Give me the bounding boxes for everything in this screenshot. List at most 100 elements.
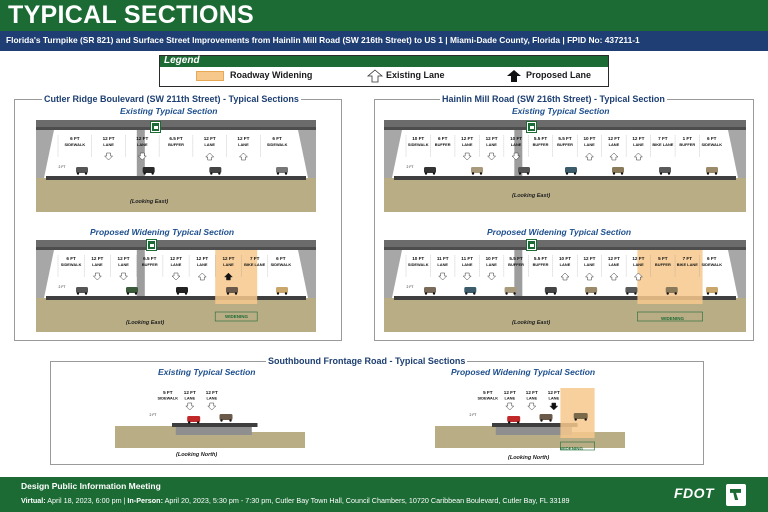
cutler-existing-label-2: 12 FT — [136, 136, 148, 141]
frontage-proposed-lane-arrow-icon — [505, 402, 515, 411]
hainlin-proposed-label-sub-12: SIDEWALK — [701, 262, 722, 267]
frontage-proposed-label-sub-0: SIDEWALK — [478, 396, 499, 401]
cutler-proposed-label-sub-0: SIDEWALK — [61, 262, 82, 267]
hainlin-proposed-label-11: 7 FT — [683, 256, 693, 261]
cutler-existing-car-wheel — [276, 172, 280, 175]
hainlin-proposed-label-1: 11 FT — [437, 256, 449, 261]
hainlin-proposed-label-sub-5: BUFFER — [533, 262, 549, 267]
cutler-existing-right-abutment — [298, 130, 316, 178]
frontage-proposed-label-1: 12 FT — [504, 390, 516, 395]
hainlin-proposed-lane-arrow-icon — [560, 272, 570, 281]
cutler-existing-car-wheel — [284, 172, 288, 175]
cutler-proposed-car-wheel — [284, 292, 288, 295]
hainlin-proposed-label-sub-8: LANE — [609, 262, 620, 267]
hainlin-existing-label-12: 6 FT — [707, 136, 717, 141]
hainlin-existing-car-wheel — [565, 172, 569, 175]
hainlin-existing-car — [424, 167, 436, 173]
hainlin-existing-label-sub-3: LANE — [486, 142, 497, 147]
cutler-proposed-left-abutment — [36, 250, 54, 298]
frontage-existing-title: Existing Typical Section — [158, 367, 256, 377]
cutler-existing-label-sub-2: LANE — [137, 142, 148, 147]
frontage-existing-label-sub-1: LANE — [185, 396, 196, 401]
frontage-existing-label-sub-0: SIDEWALK — [158, 396, 179, 401]
hainlin-proposed-lane-arrow-icon — [609, 272, 619, 281]
cutler-existing-car-wheel — [210, 172, 213, 175]
cutler-proposed-looking: (Looking East) — [126, 320, 165, 326]
frontage-existing-pavement — [172, 423, 258, 427]
cutler-proposed-label-6: 12 FT — [222, 256, 234, 261]
legend-label-roadway-widening: Roadway Widening — [230, 70, 313, 80]
hainlin-existing-car-wheel — [706, 172, 710, 175]
frontage-proposed-looking: (Looking North) — [508, 455, 550, 461]
hainlin-proposed-label-sub-4: BUFFER — [508, 262, 524, 267]
cutler-proposed-label-2: 12 FT — [118, 256, 130, 261]
cutler-proposed-car-wheel — [176, 292, 180, 295]
hainlin-proposed-left-abutment — [384, 250, 402, 298]
existing-lane-arrow-icon — [366, 69, 384, 83]
hainlin-proposed-widening-bracket — [637, 311, 703, 322]
cutler-existing-overpass-beam — [36, 127, 316, 130]
frontage-existing-curb-label: 2 FT — [150, 413, 157, 417]
proposed-lane-arrow-icon — [507, 70, 521, 82]
hainlin-existing-car — [706, 167, 718, 173]
legend-title-bar — [160, 56, 608, 67]
frontage-existing-label-2: 12 FT — [206, 390, 218, 395]
hainlin-proposed-car-wheel — [513, 292, 516, 295]
frontage-proposed-car-wheel — [517, 421, 520, 424]
hainlin-proposed-label-sub-0: SIDEWALK — [408, 262, 429, 267]
turnpike-sign-icon — [526, 239, 537, 251]
hainlin-proposed-looking: (Looking East) — [512, 320, 551, 326]
cutler-existing-lane-arrow-icon — [238, 152, 249, 161]
hainlin-existing-label-sub-0: SIDEWALK — [408, 142, 429, 147]
turnpike-sign-icon — [526, 121, 537, 133]
cutler-existing-label-4: 12 FT — [204, 136, 216, 141]
hainlin-existing-curb-label: 2 FT — [407, 165, 414, 169]
hainlin-existing-label-9: 12 FT — [632, 136, 644, 141]
frontage-proposed-label-3: 12 FT — [548, 390, 560, 395]
hainlin-existing-car-wheel — [518, 172, 522, 175]
hainlin-existing-car-wheel — [612, 172, 616, 175]
cutler-existing-lane-arrow-icon — [137, 152, 147, 161]
cutler-existing-car — [209, 167, 222, 173]
footer-band — [0, 477, 768, 512]
hainlin-existing-car-wheel — [714, 172, 718, 175]
hainlin-proposed-label-0: 10 FT — [412, 256, 424, 261]
frontage-existing-label-sub-2: LANE — [207, 396, 218, 401]
hainlin-proposed-overpass-beam — [384, 247, 746, 250]
hainlin-existing-label-sub-1: BUFFER — [435, 142, 451, 147]
cutler-proposed-label-sub-6: LANE — [223, 262, 234, 267]
cutler-proposed-label-sub-8: SIDEWALK — [271, 262, 292, 267]
legend-title: Legend — [164, 55, 200, 66]
hainlin-existing-lane-arrow-icon — [511, 152, 521, 161]
footer-inperson-text: April 20, 2023, 5:30 pm - 7:30 pm, Cutle… — [162, 496, 570, 505]
cutler-proposed-label-1: 12 FT — [91, 256, 103, 261]
hainlin-widening-label: WIDENING — [661, 316, 684, 321]
cutler-proposed-lane-arrow-icon — [118, 272, 129, 281]
hainlin-existing-car — [471, 167, 483, 173]
cutler-proposed-widening-area — [215, 250, 258, 304]
hainlin-proposed-label-sub-9: LANE — [633, 262, 644, 267]
frontage-proposed-car-wheel — [574, 418, 577, 421]
hainlin-proposed-car-wheel — [585, 292, 589, 295]
hainlin-proposed-right-abutment — [728, 250, 746, 298]
hainlin-existing-label-4: 10 FT — [510, 136, 522, 141]
cutler-existing-car — [276, 167, 288, 173]
frontage-existing-ground — [115, 426, 305, 448]
hainlin-existing-label-sub-7: LANE — [584, 142, 595, 147]
hainlin-proposed-label-2: 11 FT — [461, 256, 473, 261]
header-band — [0, 0, 768, 31]
cutler-existing-curb-label: 2 FT — [59, 165, 66, 169]
hainlin-proposed-car — [706, 287, 718, 293]
hainlin-existing-lane-arrow-icon — [633, 152, 643, 161]
cutler-proposed-lane-arrow-icon — [92, 272, 102, 281]
hainlin-existing-label-sub-4: LANE — [511, 142, 522, 147]
hainlin-existing-left-abutment — [384, 130, 402, 178]
page-title: TYPICAL SECTIONS — [8, 1, 255, 29]
cutler-existing-label-sub-4: LANE — [204, 142, 215, 147]
cutler-existing-car-wheel — [218, 172, 221, 175]
cutler-existing-looking: (Looking East) — [130, 199, 169, 205]
hainlin-existing-right-abutment — [728, 130, 746, 178]
hainlin-proposed-label-4: 5.5 FT — [509, 256, 522, 261]
hainlin-proposed-curb-label: 2 FT — [407, 285, 414, 289]
subtitle-band — [0, 31, 768, 51]
